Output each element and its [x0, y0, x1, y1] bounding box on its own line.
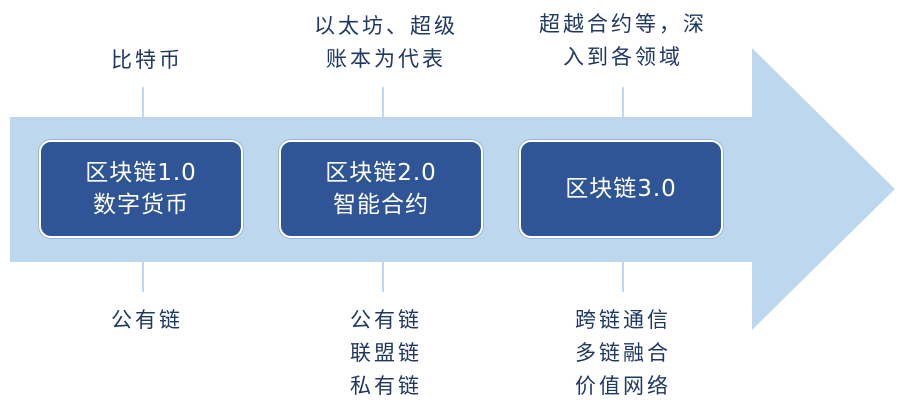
stage-1-subtitle: 数字货币	[93, 192, 189, 218]
stage-2-above-label: 以太坊、超级 账本为代表	[276, 10, 496, 76]
stage-3-above-line: 入到各领域	[563, 45, 683, 69]
stage-box-2: 区块链2.0 智能合约	[279, 140, 483, 238]
stage-1-title: 区块链1.0	[85, 160, 197, 186]
stage-2-above-line: 以太坊、超级	[314, 14, 458, 38]
stage-2-below-line: 联盟链	[350, 341, 422, 365]
stage-2-below-line: 公有链	[350, 308, 422, 332]
stage-2-above-line: 账本为代表	[326, 47, 446, 71]
stage-3-below-line: 跨链通信	[575, 308, 671, 332]
stage-box-3: 区块链3.0	[519, 140, 723, 238]
stage-3-below-line: 价值网络	[575, 374, 671, 398]
stage-1-above-line: 比特币	[111, 48, 183, 72]
stage-2-title: 区块链2.0	[325, 160, 437, 186]
stage-3-below-line: 多链融合	[575, 341, 671, 365]
stage-1-below-label: 公有链	[37, 304, 257, 337]
stage-2-subtitle: 智能合约	[333, 192, 429, 218]
stage-2-below-line: 私有链	[350, 374, 422, 398]
stage-3-above-label: 超越合约等，深 入到各领域	[513, 8, 733, 74]
stage-2-below-label: 公有链 联盟链 私有链	[276, 304, 496, 403]
stage-3-above-line: 超越合约等，深	[539, 12, 707, 36]
stage-3-below-label: 跨链通信 多链融合 价值网络	[513, 304, 733, 403]
stage-3-title: 区块链3.0	[565, 176, 677, 202]
stage-1-above-label: 比特币	[37, 44, 257, 77]
stage-1-below-line: 公有链	[111, 308, 183, 332]
stage-box-1: 区块链1.0 数字货币	[39, 140, 243, 238]
